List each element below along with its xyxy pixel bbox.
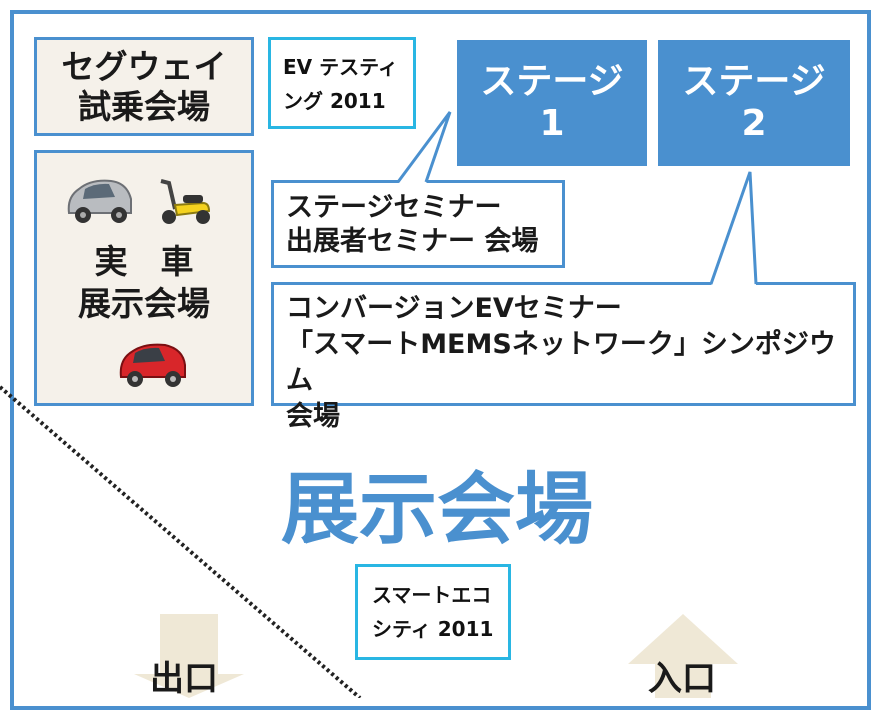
stage-1-line1: ステージ xyxy=(480,61,624,102)
vehicle-area-line1: 実 車 xyxy=(94,242,194,281)
smart-eco-line1: スマートエコ xyxy=(372,583,492,607)
smart-eco-line2: シティ 2011 xyxy=(372,617,494,641)
stage-1-seminar-line2: 出展者セミナー 会場 xyxy=(286,226,539,257)
silver-car-icon xyxy=(67,179,132,223)
segway-test-ride-area: セグウェイ 試乗会場 xyxy=(34,37,254,136)
ev-testing-line1: EV テスティ xyxy=(283,55,398,79)
entrance-arrow-icon xyxy=(628,614,738,698)
stage-1-seminar-callout: ステージセミナー 出展者セミナー 会場 xyxy=(271,180,565,268)
stage-2-callout-tail xyxy=(711,172,756,286)
yellow-scooter-icon xyxy=(160,179,211,224)
stage-2-seminar-callout: コンバージョンEVセミナー 「スマートMEMSネットワーク」シンポジウム 会場 xyxy=(271,282,856,432)
ev-testing-line2: ング 2011 xyxy=(283,89,386,113)
smart-eco-city-label: スマートエコ シティ 2011 xyxy=(355,564,511,660)
exit-arrow-icon xyxy=(134,614,244,698)
stage-2-area: ステージ 2 xyxy=(658,40,850,166)
entrance-label: 入口 xyxy=(648,659,716,699)
stage-1-seminar-line1: ステージセミナー xyxy=(286,192,502,223)
stage-2-seminar-line1: コンバージョンEVセミナー xyxy=(286,293,622,324)
vehicle-area-line2: 展示会場 xyxy=(78,284,210,323)
stage-2-number: 2 xyxy=(741,103,767,144)
main-hall-title: 展示会場 xyxy=(280,465,593,555)
stage-2-seminar-line3: 会場 xyxy=(286,401,340,432)
vehicle-exhibit-area: 実 車 展示会場 xyxy=(34,150,254,406)
exit-label: 出口 xyxy=(150,659,218,699)
stage-1-number: 1 xyxy=(539,103,565,144)
stage-2-line1: ステージ xyxy=(682,61,826,102)
dotted-boundary-line xyxy=(0,385,362,698)
ev-testing-label: EV テスティ ング 2011 xyxy=(268,37,416,129)
segway-area-line1: セグウェイ xyxy=(61,46,227,86)
stage-2-seminar-line2: 「スマートMEMSネットワーク」シンポジウム xyxy=(286,329,836,396)
stage-1-area: ステージ 1 xyxy=(457,40,647,166)
red-car-icon xyxy=(119,343,186,387)
segway-area-line2: 試乗会場 xyxy=(78,86,210,126)
